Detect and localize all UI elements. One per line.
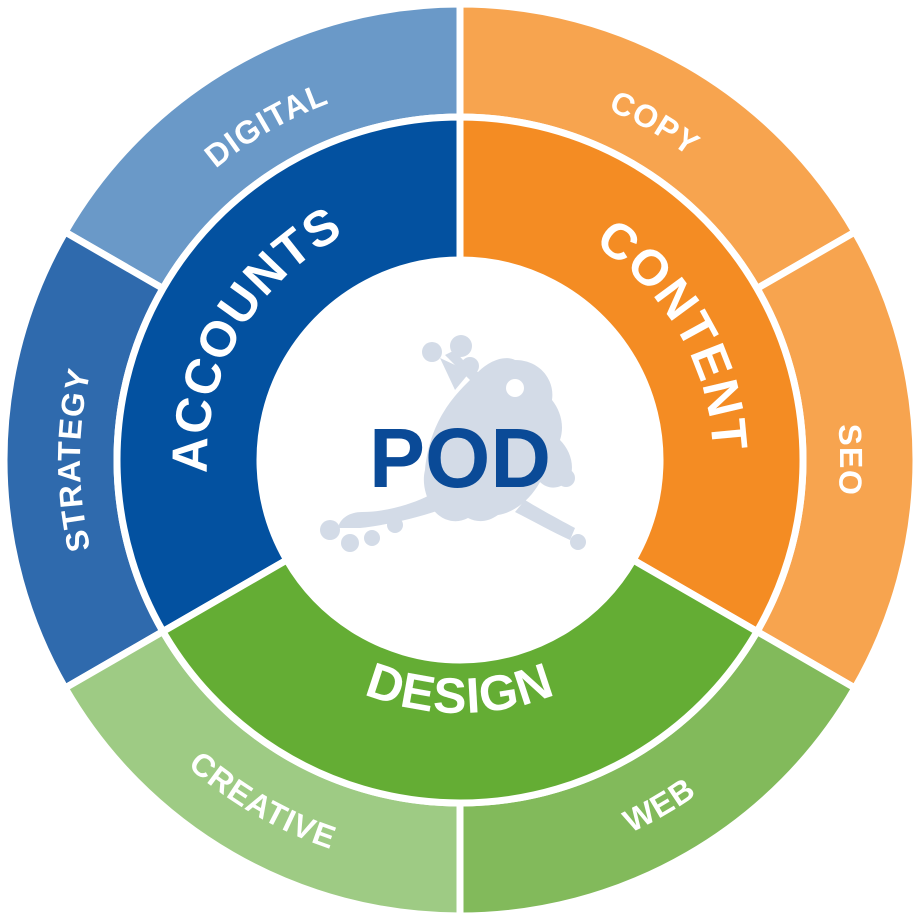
label-seo: SEO (832, 423, 870, 497)
inner-ring (113, 113, 807, 807)
frog-icon (320, 335, 586, 552)
center-title: POD (369, 411, 551, 505)
